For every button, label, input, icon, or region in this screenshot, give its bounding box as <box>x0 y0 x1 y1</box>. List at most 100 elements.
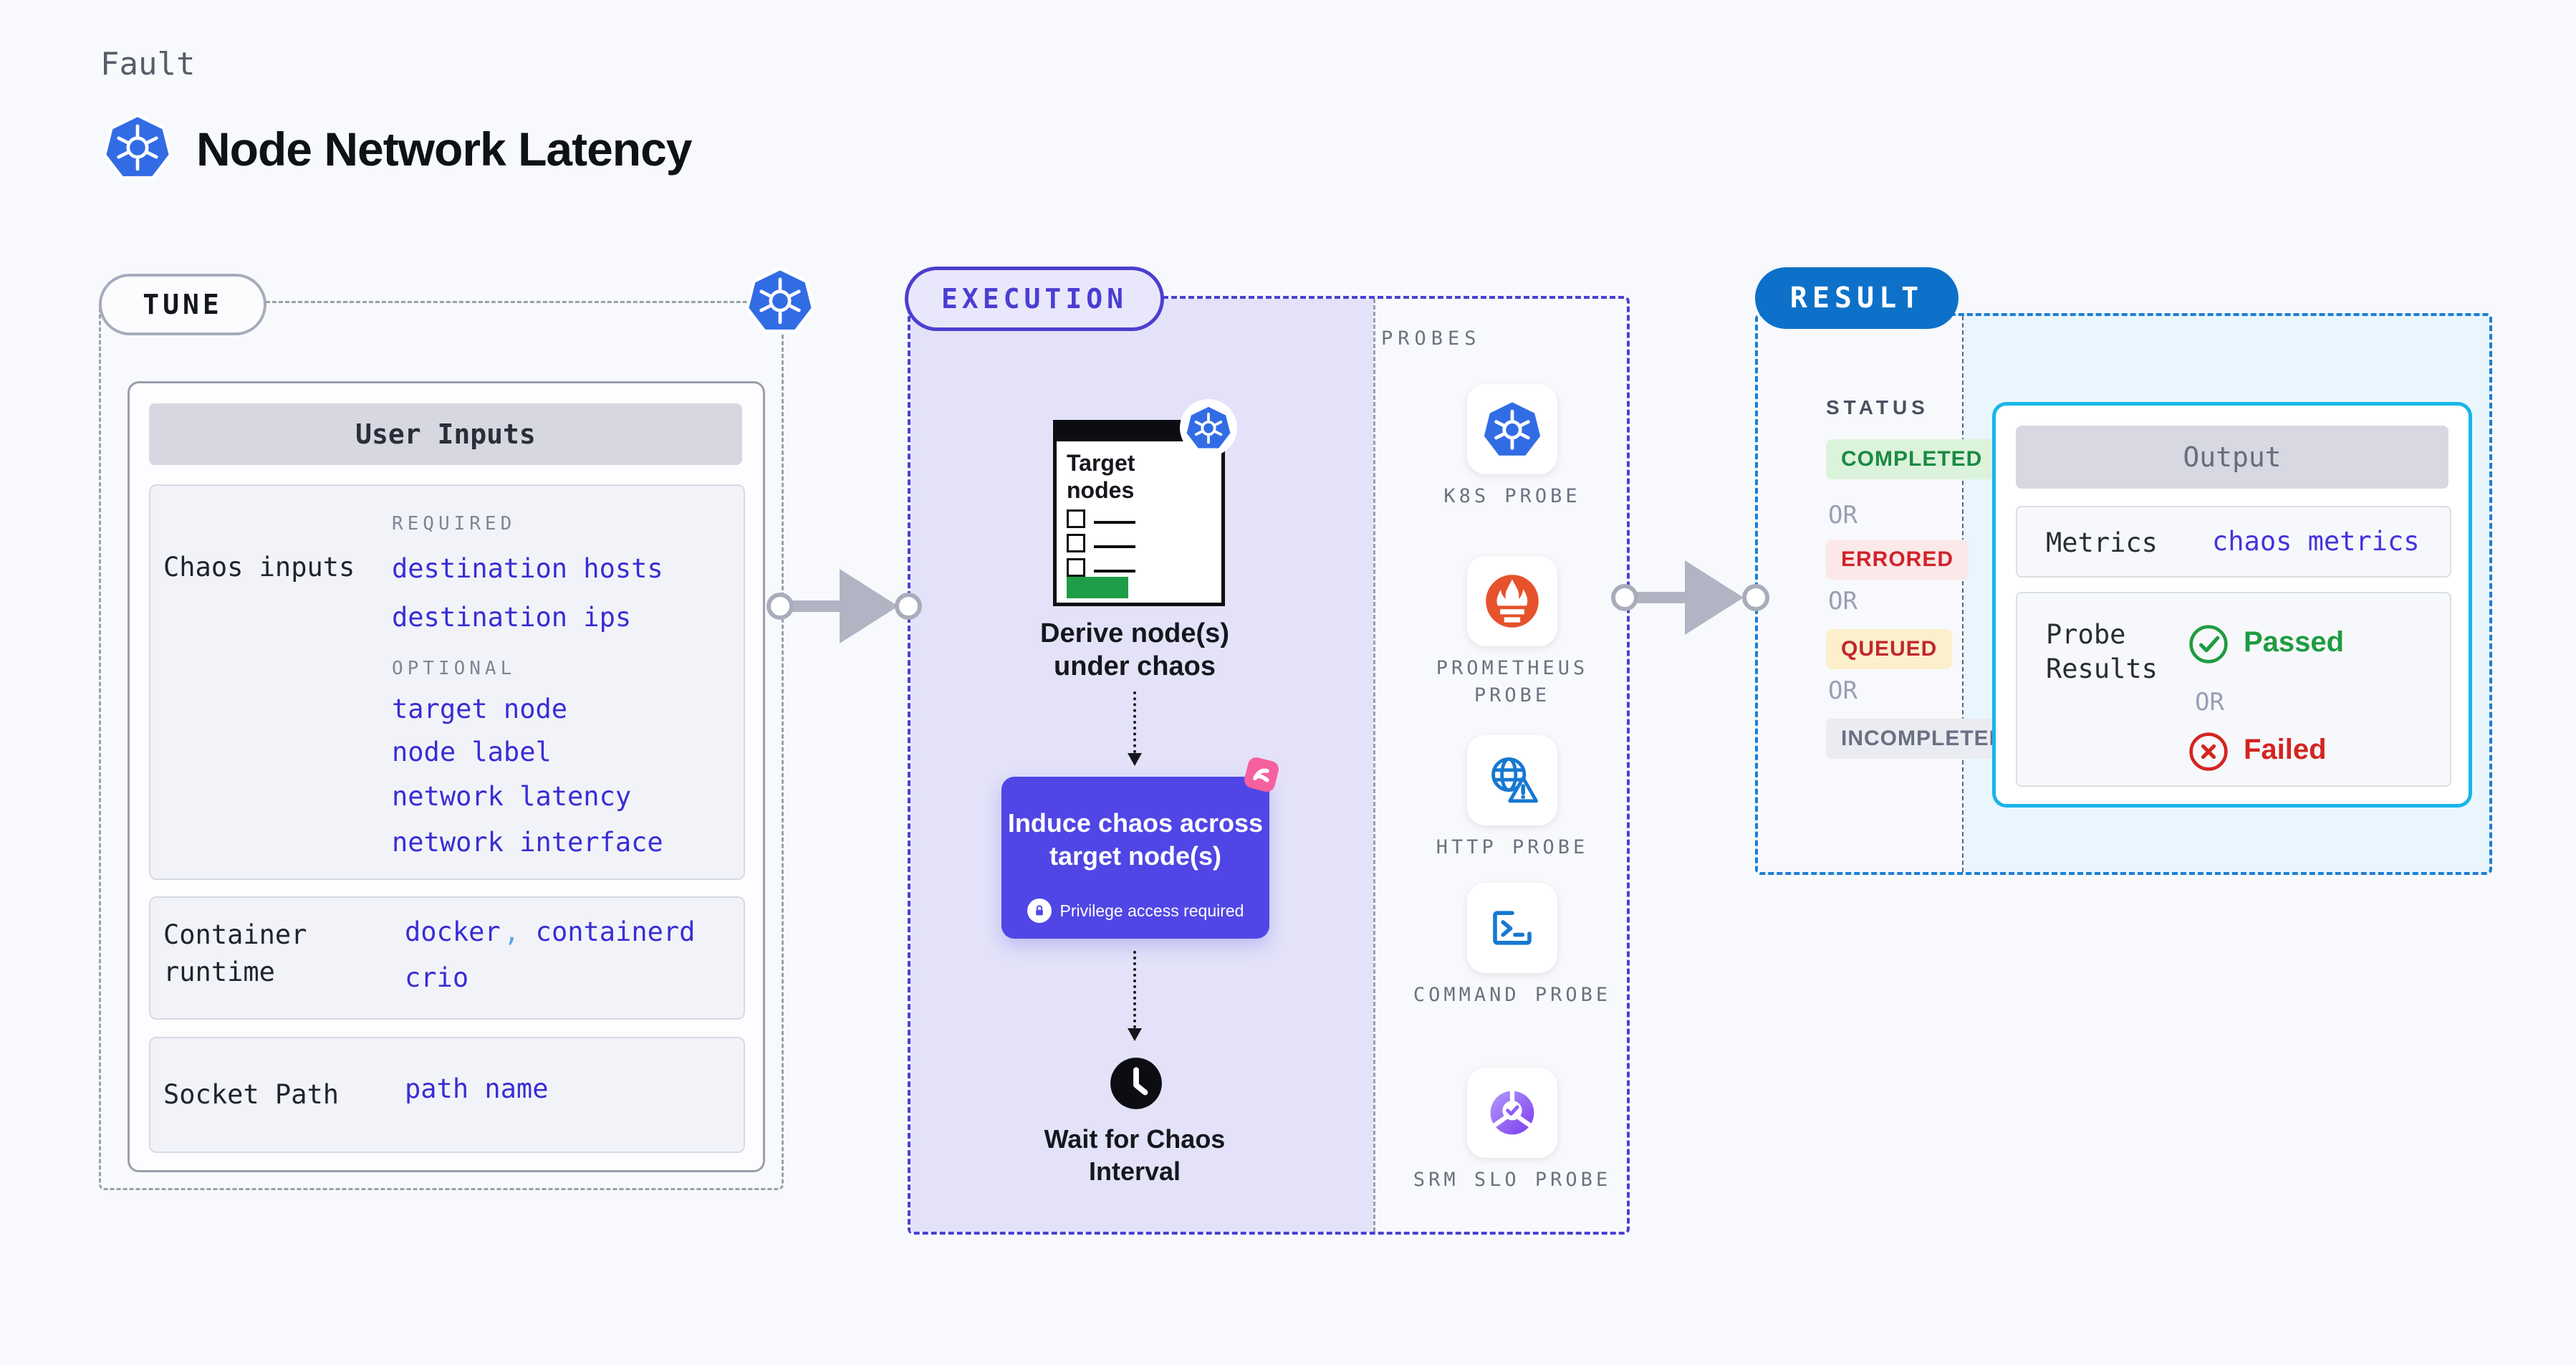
result-badge: RESULT <box>1755 267 1959 329</box>
status-badge-queued: QUEUED <box>1826 629 1953 669</box>
optional-heading: OPTIONAL <box>392 658 516 679</box>
runtime-separator: , <box>504 916 536 947</box>
metrics-value[interactable]: chaos metrics <box>2212 526 2420 557</box>
or-label: OR <box>1828 587 1857 616</box>
status-column <box>1758 316 1962 872</box>
x-circle-icon <box>2189 732 2228 771</box>
tune-badge: TUNE <box>99 274 266 335</box>
probe-label: SRM SLO PROBE <box>1413 1169 1612 1191</box>
checklist-row <box>1067 509 1210 528</box>
or-label: OR <box>1828 676 1857 705</box>
kubernetes-badge <box>1180 399 1237 456</box>
dotted-arrowhead <box>1128 1028 1142 1041</box>
connector-dot <box>1742 584 1769 611</box>
connector-dot <box>1611 584 1638 611</box>
probes-heading: PROBES <box>1381 327 1481 350</box>
required-heading: REQUIRED <box>392 513 516 535</box>
execution-badge: EXECUTION <box>905 267 1164 331</box>
probe-command: COMMAND PROBE <box>1381 883 1643 1009</box>
user-inputs-card: User Inputs Chaos inputs REQUIRED destin… <box>128 381 765 1172</box>
flow-arrowhead <box>1685 560 1744 635</box>
flow-arrow-tune-execution <box>781 600 844 612</box>
slo-donut-icon <box>1467 1068 1557 1158</box>
privilege-note-text: Privilege access required <box>1059 901 1244 920</box>
lock-icon <box>1027 899 1052 923</box>
probe-k8s: K8S PROBE <box>1381 384 1643 510</box>
runtime-docker[interactable]: docker <box>405 916 501 947</box>
wait-line1: Wait for Chaos <box>1044 1124 1226 1154</box>
or-label: OR <box>2195 688 2224 717</box>
induce-line2: target node(s) <box>1049 841 1221 871</box>
chaos-inputs-row: Chaos inputs REQUIRED destination hosts … <box>149 484 745 880</box>
runtime-crio[interactable]: crio <box>405 962 469 993</box>
status-heading: STATUS <box>1826 396 1929 418</box>
induce-chaos-box: Induce chaos across target node(s) Privi… <box>1001 777 1269 939</box>
probe-label: COMMAND PROBE <box>1413 984 1612 1006</box>
input-node-label[interactable]: node label <box>392 737 552 767</box>
probe-label: HTTP PROBE <box>1436 836 1589 858</box>
or-label: OR <box>1828 501 1857 530</box>
execution-section-box: Target nodes Derive node(s) under chaos <box>908 296 1630 1235</box>
probe-srm-slo: SRM SLO PROBE <box>1381 1068 1643 1194</box>
socket-path-label: Socket Path <box>163 1079 340 1110</box>
privilege-note: Privilege access required <box>1001 899 1269 923</box>
user-inputs-title: User Inputs <box>149 403 742 465</box>
runtime-containerd[interactable]: containerd <box>535 916 696 947</box>
check-circle-icon <box>2189 625 2228 664</box>
wait-line2: Interval <box>1088 1156 1181 1186</box>
target-doc-line1: Target <box>1067 450 1135 476</box>
doc-green-button <box>1067 577 1128 598</box>
kubernetes-icon <box>104 113 171 180</box>
terminal-icon <box>1467 883 1557 973</box>
input-network-interface[interactable]: network interface <box>392 827 663 858</box>
dotted-arrowhead <box>1128 753 1142 766</box>
connector-dot <box>766 593 794 620</box>
probe-results-label: Probe Results <box>2046 619 2158 684</box>
passed-label: Passed <box>2244 626 2345 658</box>
target-doc-line2: nodes <box>1067 477 1135 503</box>
container-runtime-row: Container runtime docker , containerd cr… <box>149 896 745 1020</box>
kubernetes-icon <box>1467 384 1557 474</box>
result-section-box: STATUS COMPLETED OR ERRORED OR QUEUED OR… <box>1755 313 2492 875</box>
chaos-inputs-label: Chaos inputs <box>163 552 355 583</box>
input-network-latency[interactable]: network latency <box>392 781 632 812</box>
metrics-row: Metrics chaos metrics <box>2016 506 2451 578</box>
failed-label: Failed <box>2244 734 2327 765</box>
socket-path-value[interactable]: path name <box>405 1073 549 1104</box>
flow-arrow-execution-result <box>1625 592 1689 603</box>
clock-icon <box>1110 1058 1162 1109</box>
probe-http: HTTP PROBE <box>1381 735 1643 861</box>
status-badge-incompleted: INCOMPLETED <box>1826 719 2021 759</box>
probe-label: PROMETHEUS PROBE <box>1436 657 1589 707</box>
page-title: Node Network Latency <box>196 123 692 176</box>
checklist-row <box>1067 534 1210 552</box>
litmus-icon <box>1244 757 1279 792</box>
metrics-label: Metrics <box>2046 527 2158 558</box>
status-divider <box>1962 316 1964 872</box>
dotted-connector <box>1133 691 1136 753</box>
derive-step-label: Derive node(s) under chaos <box>977 617 1292 683</box>
wait-step-label: Wait for Chaos Interval <box>977 1123 1292 1187</box>
input-destination-ips[interactable]: destination ips <box>392 602 632 633</box>
probe-prometheus: PROMETHEUS PROBE <box>1381 556 1643 709</box>
input-destination-hosts[interactable]: destination hosts <box>392 553 663 584</box>
input-target-node[interactable]: target node <box>392 694 568 724</box>
prometheus-icon <box>1467 556 1557 646</box>
kubernetes-icon <box>746 267 814 333</box>
dotted-connector <box>1133 951 1136 1028</box>
probe-results-row: Probe Results Passed OR Failed <box>2016 592 2451 787</box>
output-title: Output <box>2016 426 2448 489</box>
probe-label: K8S PROBE <box>1443 485 1581 507</box>
probes-divider <box>1373 299 1375 1232</box>
kubernetes-icon <box>1186 406 1231 449</box>
status-badge-completed: COMPLETED <box>1826 439 1998 479</box>
socket-path-row: Socket Path path name <box>149 1037 745 1153</box>
tune-section-box <box>99 301 784 1190</box>
target-nodes-doc: Target nodes <box>1053 420 1225 606</box>
container-runtime-label: Container runtime <box>163 919 307 987</box>
status-badge-errored: ERRORED <box>1826 540 1969 580</box>
derive-line2: under chaos <box>1054 651 1216 681</box>
checklist-row <box>1067 558 1210 577</box>
output-card: Output Metrics chaos metrics Probe Resul… <box>1992 402 2472 808</box>
